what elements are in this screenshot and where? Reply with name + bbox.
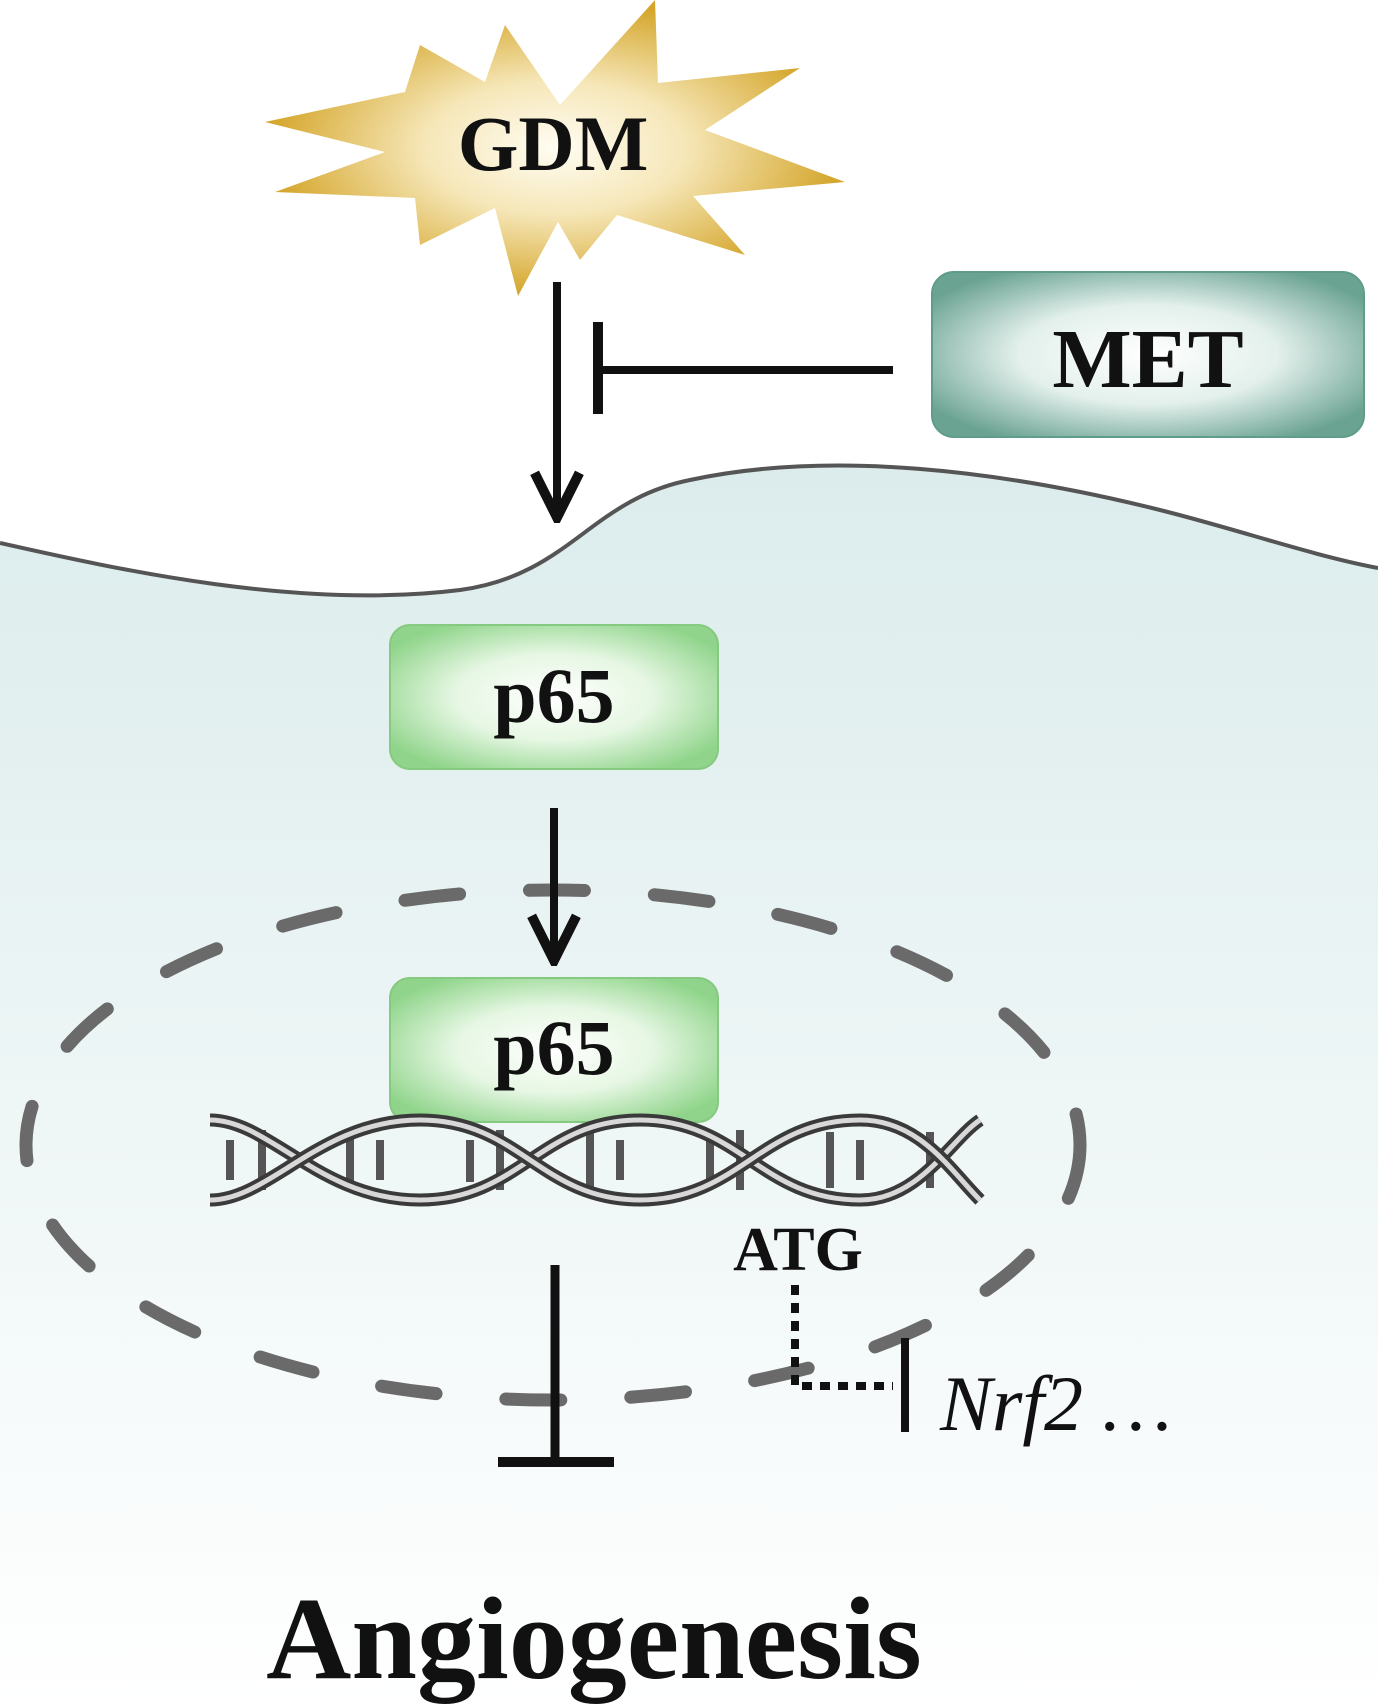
atg-to-nrf2-dotted-line xyxy=(791,1285,893,1390)
p65-nucleus-box xyxy=(389,977,719,1123)
gdm-label: GDM xyxy=(458,100,649,187)
nrf2-label: Nrf2 … xyxy=(939,1360,1172,1447)
gdm-starburst xyxy=(265,0,845,296)
atg-label: ATG xyxy=(733,1216,863,1284)
cell-membrane xyxy=(0,463,1378,598)
p65-cytoplasm-box xyxy=(389,624,719,770)
met-box xyxy=(931,271,1365,438)
p65-nucleus-label: p65 xyxy=(493,1004,614,1091)
angiogenesis-label: Angiogenesis xyxy=(266,1573,922,1704)
dna-helix xyxy=(209,1113,985,1207)
p65-cytoplasm-label: p65 xyxy=(493,652,614,739)
met-label: MET xyxy=(1052,313,1243,406)
